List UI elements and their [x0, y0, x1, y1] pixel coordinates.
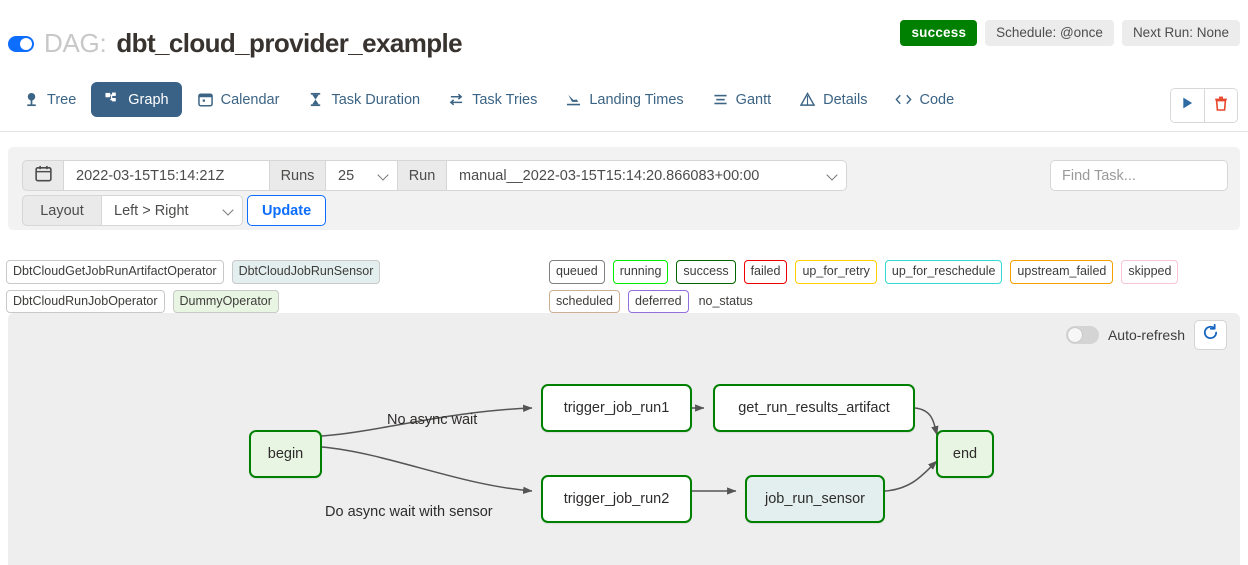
- refresh-button[interactable]: [1194, 320, 1227, 350]
- legend-operator: DbtCloudRunJobOperator: [6, 289, 165, 313]
- tab-calendar[interactable]: Calendar: [184, 82, 293, 117]
- dag-label: DAG:: [44, 28, 107, 58]
- graph-node-end[interactable]: end: [936, 430, 994, 478]
- tab-label: Details: [823, 91, 868, 108]
- auto-refresh-toggle[interactable]: [1065, 326, 1099, 344]
- legend-state-no-status: no_status: [698, 293, 753, 308]
- legend-state-up-for-retry: up_for_retry: [795, 260, 877, 284]
- tab-task-tries[interactable]: Task Tries: [435, 82, 550, 117]
- graph-panel: Auto-refresh: [8, 313, 1240, 565]
- legend-state-up-for-reschedule: up_for_reschedule: [884, 260, 1003, 284]
- legend-state-running: running: [612, 260, 669, 284]
- tab-label: Task Tries: [472, 91, 538, 108]
- legend-operator: DbtCloudGetJobRunArtifactOperator: [6, 260, 224, 284]
- legend-state-failed: failed: [743, 260, 788, 284]
- legend-state-queued: queued: [549, 260, 605, 284]
- tab-label: Calendar: [220, 91, 280, 108]
- execution-date-input[interactable]: 2022-03-15T15:14:21Z: [64, 160, 270, 191]
- legend-operator: DummyOperator: [172, 289, 279, 313]
- graph-icon: [104, 91, 121, 108]
- node-label: trigger_job_run1: [563, 400, 670, 416]
- tab-list: Tree Graph: [10, 82, 967, 117]
- layout-label: Layout: [22, 195, 102, 226]
- next-run-badge: Next Run: None: [1121, 20, 1240, 46]
- update-button[interactable]: Update: [247, 195, 327, 226]
- graph-node-trigger-job-run1[interactable]: trigger_job_run1: [541, 384, 692, 432]
- node-label: job_run_sensor: [765, 491, 865, 507]
- tab-landing-times[interactable]: Landing Times: [552, 82, 696, 117]
- delete-dag-button[interactable]: [1204, 89, 1237, 122]
- graph-node-trigger-job-run2[interactable]: trigger_job_run2: [541, 475, 692, 523]
- layout-select[interactable]: Left > Right: [102, 195, 243, 226]
- date-picker-button[interactable]: [22, 160, 64, 191]
- run-id-select[interactable]: manual__2022-03-15T15:14:20.866083+00:00: [447, 160, 847, 191]
- retry-icon: [448, 91, 465, 108]
- landing-icon: [565, 91, 582, 108]
- tab-bar: Tree Graph: [0, 82, 1248, 132]
- legend-state-skipped: skipped: [1121, 260, 1179, 284]
- status-badge: success: [900, 20, 978, 46]
- tab-gantt[interactable]: Gantt: [699, 82, 784, 117]
- tab-code[interactable]: Code: [882, 82, 967, 117]
- graph-node-job-run-sensor[interactable]: job_run_sensor: [745, 475, 885, 523]
- tab-label: Graph: [128, 91, 169, 108]
- date-run-group: 2022-03-15T15:14:21Z Runs 25 Run manual_…: [22, 160, 847, 191]
- layout-group: Layout Left > Right: [22, 195, 243, 226]
- legend-state-deferred: deferred: [628, 289, 689, 313]
- auto-refresh-label: Auto-refresh: [1107, 327, 1185, 343]
- graph-toolbar: Auto-refresh: [1065, 320, 1227, 350]
- hourglass-icon: [307, 91, 324, 108]
- refresh-icon: [1202, 323, 1219, 346]
- edge-label-no-async-wait: No async wait: [387, 412, 478, 428]
- code-icon: [895, 91, 913, 108]
- tab-label: Task Duration: [331, 91, 421, 108]
- runs-count-select[interactable]: 25: [326, 160, 398, 191]
- page-title: dbt_cloud_provider_example: [116, 28, 462, 58]
- tab-label: Landing Times: [589, 91, 684, 108]
- triangle-alert-icon: [799, 91, 816, 108]
- dag-title-row: DAG: dbt_cloud_provider_example: [8, 28, 463, 59]
- node-label: end: [952, 446, 978, 462]
- trigger-dag-button[interactable]: [1171, 89, 1204, 122]
- calendar-icon: [197, 91, 214, 108]
- toggle-on-icon[interactable]: [8, 35, 34, 52]
- node-label: trigger_job_run2: [563, 491, 670, 507]
- graph-node-get-run-results-artifact[interactable]: get_run_results_artifact: [713, 384, 915, 432]
- tree-icon: [23, 91, 40, 108]
- legend-operators: DbtCloudGetJobRunArtifactOperator DbtClo…: [6, 260, 536, 313]
- runs-label: Runs: [270, 160, 326, 191]
- edge-label-do-async-wait: Do async wait with sensor: [325, 504, 493, 520]
- legend-state-scheduled: scheduled: [549, 289, 620, 313]
- tab-label: Tree: [47, 91, 77, 108]
- graph-legend: DbtCloudGetJobRunArtifactOperator DbtClo…: [0, 256, 1248, 313]
- tab-graph[interactable]: Graph: [91, 82, 182, 117]
- node-label: begin: [267, 446, 304, 462]
- dag-action-group: [1170, 88, 1238, 123]
- header-badges: success Schedule: @once Next Run: None: [900, 20, 1240, 46]
- graph-node-begin[interactable]: begin: [249, 430, 322, 478]
- legend-state-upstream-failed: upstream_failed: [1010, 260, 1114, 284]
- tab-tree[interactable]: Tree: [10, 82, 89, 117]
- node-label: get_run_results_artifact: [738, 400, 890, 416]
- legend-operator: DbtCloudJobRunSensor: [231, 260, 381, 284]
- tab-task-duration[interactable]: Task Duration: [294, 82, 433, 117]
- trash-icon: [1214, 96, 1228, 116]
- find-task-input[interactable]: Find Task...: [1050, 160, 1228, 191]
- tab-label: Gantt: [735, 91, 772, 108]
- run-label: Run: [398, 160, 447, 191]
- graph-canvas[interactable]: begin trigger_job_run1 get_run_results_a…: [8, 313, 1240, 565]
- page-header: DAG: dbt_cloud_provider_example success …: [0, 0, 1248, 70]
- tab-details[interactable]: Details: [786, 82, 880, 117]
- schedule-badge: Schedule: @once: [985, 20, 1114, 46]
- graph-edges: [321, 404, 939, 495]
- legend-state-success: success: [676, 260, 736, 284]
- gantt-icon: [712, 91, 729, 108]
- filter-bar: 2022-03-15T15:14:21Z Runs 25 Run manual_…: [8, 147, 1240, 230]
- play-icon: [1181, 96, 1194, 115]
- legend-states: queued running success failed up_for_ret…: [549, 260, 1244, 313]
- calendar-icon: [34, 165, 52, 186]
- tab-label: Code: [919, 91, 955, 108]
